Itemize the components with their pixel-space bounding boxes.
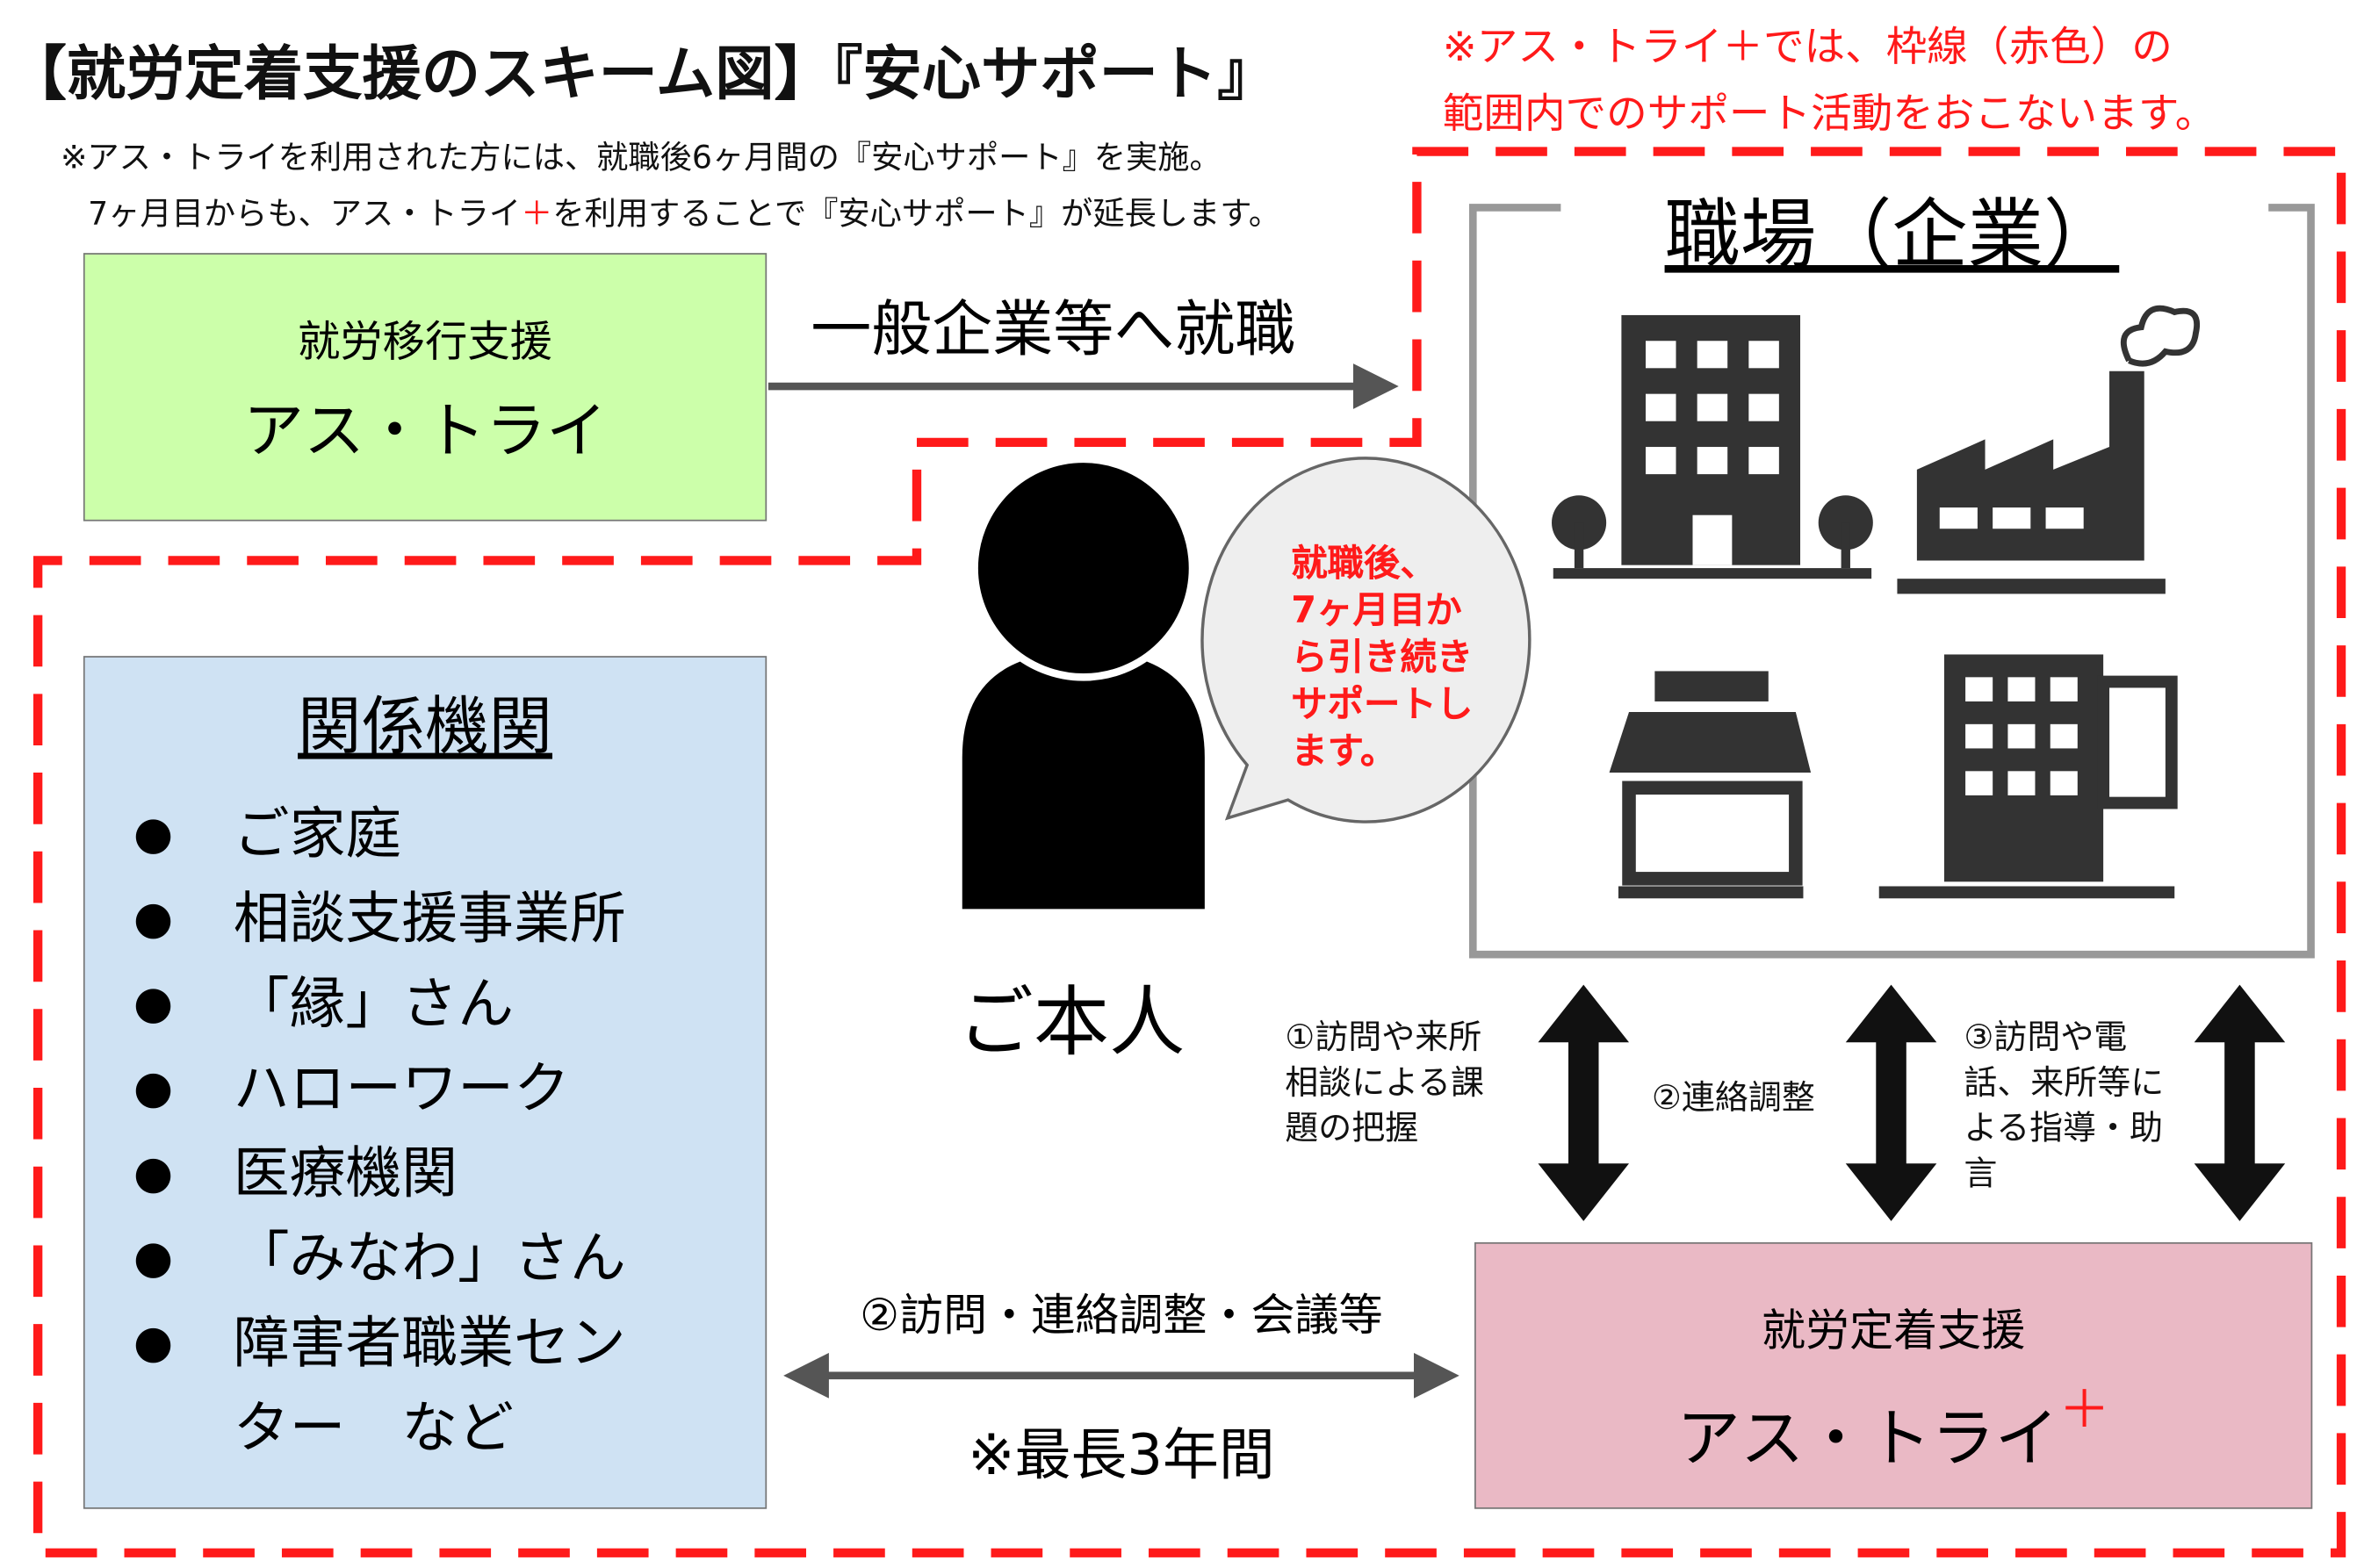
speech-line: 7ヶ月目か (1291, 589, 1462, 632)
list-item: ●ご家庭 (133, 801, 402, 867)
double-arrow-3 (2194, 984, 2286, 1221)
subtitle-text: 7ヶ月目からも、アス・トライ (88, 195, 522, 233)
speech-text: 就職後、 7ヶ月目か ら引き続き サポートし ます。 (1291, 541, 1473, 775)
box-label: 就労移行支援 (298, 316, 552, 367)
max-period-label: ※最長3年間 (968, 1422, 1275, 1488)
box-name: アス・トライ (1676, 1401, 2059, 1476)
workplace-title: 職場（企業） (1473, 174, 2310, 283)
double-arrow-2 (1845, 984, 1937, 1221)
factory-icon (1897, 305, 2200, 594)
red-note-line: ※アス・トライ＋では、枠線（赤色）の (1442, 24, 2173, 72)
speech-line: ら引き続き (1291, 636, 1474, 680)
red-note-line: 範囲内でのサポート活動をおこないます。 (1442, 90, 2216, 139)
list-item: ●「みなわ」さん (133, 1226, 626, 1291)
shop-icon (1609, 671, 1812, 899)
list-item: ター など (233, 1395, 514, 1461)
employment-arrow-label: 一般企業等へ就職 (811, 295, 1296, 365)
person-silhouette-icon (962, 455, 1205, 910)
speech-line: サポートし (1291, 683, 1474, 726)
list-item: ●「縁」さん (133, 971, 514, 1037)
transition-support-box: 就労移行支援 アス・トライ (83, 253, 768, 521)
double-arrow-1 (1538, 984, 1630, 1221)
speech-line: ます。 (1291, 730, 1397, 773)
speech-bubble (1200, 457, 1532, 824)
box-name: アス・トライ (242, 397, 608, 467)
agencies-list: ●ご家庭 ●相談支援事業所 ●「縁」さん ●ハローワーク ●医療機関 ●「みなわ… (85, 792, 766, 1471)
retention-support-box: 就労定着支援 アス・トライ＋ (1474, 1241, 2313, 1509)
plus-mark: ＋ (521, 195, 553, 233)
subtitle-line-2: 7ヶ月目からも、アス・トライ＋を利用することで『安心サポート』が延長します。 (88, 190, 1280, 235)
agency-arrow-label: ②訪問・連絡調整・会議等 (860, 1289, 1383, 1341)
list-item: ●ハローワーク (133, 1055, 570, 1121)
agencies-title: 関係機関 (298, 689, 552, 764)
speech-line: 就職後、 (1291, 542, 1437, 586)
workplace-title-text: 職場（企業） (1658, 191, 2126, 279)
red-dashed-boundary (32, 147, 2346, 1557)
red-note: ※アス・トライ＋では、枠線（赤色）の 範囲内でのサポート活動をおこないます。 (1443, 15, 2216, 148)
subtitle-text: を利用することで『安心サポート』が延長します。 (552, 195, 1281, 233)
subtitle-line-1: ※アス・トライを利用された方には、就職後6ヶ月間の『安心サポート』を実施。 (61, 139, 1222, 176)
list-item: ●障害者職業セン (133, 1310, 626, 1376)
label-guidance: ③訪問や電話、来所等による指導・助言 (1964, 1019, 2165, 1194)
list-item: ●相談支援事業所 (133, 886, 626, 952)
page-title: 【就労定着支援のスキーム図】『安心サポート』 (7, 40, 1277, 110)
plus-mark: ＋ (2058, 1380, 2110, 1442)
box-label: 就労定着支援 (1761, 1304, 2026, 1356)
label-coordination: ②連絡調整 (1651, 1080, 1815, 1118)
office-icon (1878, 654, 2178, 899)
person-label: ご本人 (957, 978, 1186, 1067)
list-item: ●医療機関 (133, 1140, 458, 1206)
office-building-icon (1552, 314, 1873, 579)
label-visit-assessment: ①訪問や来所相談による課題の把握 (1285, 1019, 1484, 1149)
workplace-frame (1468, 204, 2315, 959)
agencies-box: 関係機関 ●ご家庭 ●相談支援事業所 ●「縁」さん ●ハローワーク ●医療機関 … (83, 656, 768, 1509)
